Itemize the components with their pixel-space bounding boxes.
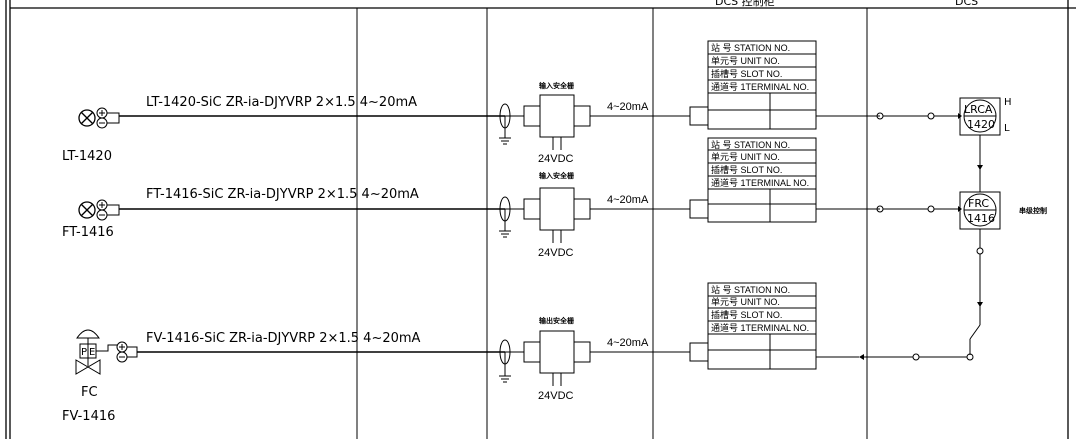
supply-fv: 24VDC <box>538 390 574 402</box>
dcs-link-lt <box>876 112 962 120</box>
io-row-slot-fv: 插槽号 SLOT NO. <box>711 309 782 320</box>
safety-barrier-ft <box>505 187 690 243</box>
io-row-terminal-lt: 通道号 1TERMINAL NO. <box>711 81 809 92</box>
drawing-frame <box>5 0 1076 439</box>
io-row-unit-lt: 单元号 UNIT NO. <box>711 55 780 66</box>
loop-fv-1416: P E FC FV-1416 FV-1416-SiC ZR-ia-DJYVRP … <box>62 282 859 424</box>
barrier-label-ft: 输入安全栅 <box>539 171 574 180</box>
barrier-label-fv: 输出安全栅 <box>539 316 574 325</box>
field-tag-fv-1416: FV-1416 <box>62 409 115 424</box>
dcs-link-ft <box>876 205 962 213</box>
dcs-top-lrca: LRCA <box>964 103 993 116</box>
io-row-unit-ft: 单元号 UNIT NO. <box>711 151 780 162</box>
header-dcs: DCS <box>955 0 978 8</box>
control-valve-symbol <box>75 329 138 375</box>
transmitter-symbol-lt <box>78 107 120 129</box>
signal-ft: 4~20mA <box>607 194 649 206</box>
io-row-slot-ft: 插槽号 SLOT NO. <box>711 164 782 175</box>
loop-lt-1420: LT-1420 LT-1420-SiC ZR-ia-DJYVRP 2×1.5 4… <box>62 40 1012 165</box>
io-card-lt <box>689 40 880 130</box>
transmitter-symbol-ft <box>78 199 120 221</box>
loop-ft-1416: FT-1416 FT-1416-SiC ZR-ia-DJYVRP 2×1.5 4… <box>62 137 1047 259</box>
signal-lt: 4~20mA <box>607 101 649 113</box>
io-row-terminal-ft: 通道号 1TERMINAL NO. <box>711 177 809 188</box>
cable-label-ft: FT-1416-SiC ZR-ia-DJYVRP 2×1.5 4~20mA <box>146 187 419 202</box>
cascade-control-note: 串级控制 <box>1019 206 1047 215</box>
safety-barrier-lt <box>505 94 690 150</box>
barrier-label-lt: 输入安全栅 <box>539 81 574 90</box>
io-row-unit-fv: 单元号 UNIT NO. <box>711 296 780 307</box>
alarm-low: L <box>1004 123 1010 134</box>
alarm-high: H <box>1004 97 1012 108</box>
valve-p: P <box>81 347 87 358</box>
cable-shield-lt <box>499 103 511 145</box>
valve-e: E <box>89 347 95 358</box>
controller-output-link <box>859 229 984 361</box>
cascade-link-top <box>977 135 983 192</box>
dcs-bottom-1416: 1416 <box>967 212 995 225</box>
signal-fv: 4~20mA <box>607 337 649 349</box>
io-row-station-ft: 站 号 STATION NO. <box>711 139 790 150</box>
cable-shield-fv <box>499 339 511 383</box>
cable-shield-ft <box>499 196 511 238</box>
io-card-fv <box>689 282 859 370</box>
supply-lt: 24VDC <box>538 153 574 165</box>
header-dcs-cabinet: DCS 控制柜 <box>715 0 775 8</box>
field-tag-lt-1420: LT-1420 <box>62 149 112 164</box>
dcs-bottom-1420: 1420 <box>967 118 995 131</box>
dcs-top-frc: FRC <box>968 197 989 210</box>
cable-label-lt: LT-1420-SiC ZR-ia-DJYVRP 2×1.5 4~20mA <box>146 95 417 110</box>
io-row-slot-lt: 插槽号 SLOT NO. <box>711 68 782 79</box>
io-row-station-lt: 站 号 STATION NO. <box>711 42 790 53</box>
valve-fail-fc: FC <box>81 385 98 400</box>
safety-barrier-fv <box>505 330 690 386</box>
io-row-station-fv: 站 号 STATION NO. <box>711 284 790 295</box>
io-row-terminal-fv: 通道号 1TERMINAL NO. <box>711 322 809 333</box>
cable-label-fv: FV-1416-SiC ZR-ia-DJYVRP 2×1.5 4~20mA <box>146 331 421 346</box>
supply-ft: 24VDC <box>538 247 574 259</box>
field-tag-ft-1416: FT-1416 <box>62 225 114 240</box>
io-card-ft <box>689 137 880 223</box>
